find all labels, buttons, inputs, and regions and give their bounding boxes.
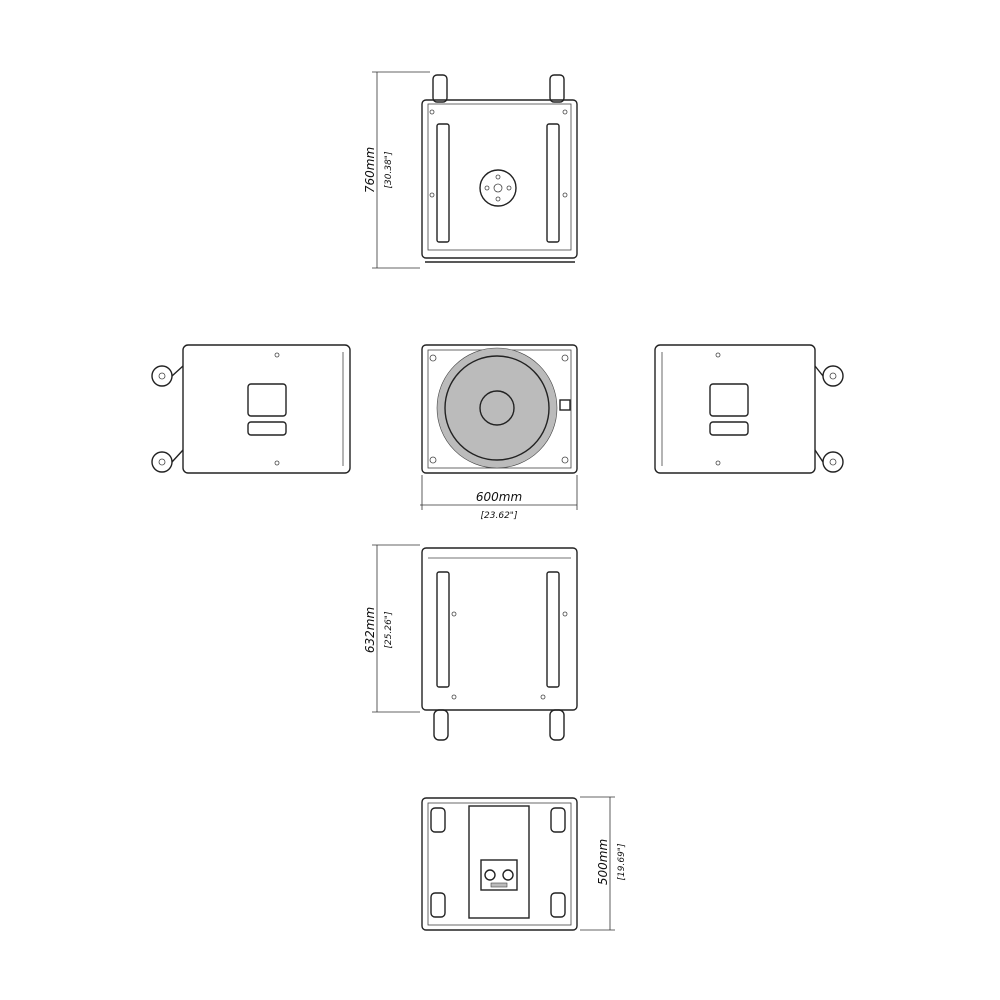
width-mm-label: 600mm	[476, 490, 522, 504]
depth-mm-label: 760mm	[363, 147, 377, 193]
front-view	[421, 344, 578, 474]
rear-depth-mm-label: 500mm	[596, 839, 610, 885]
depth-inch-label: [30.38"]	[384, 151, 394, 188]
right-side-view	[654, 344, 844, 474]
left-side-view	[151, 344, 351, 474]
underside-view	[421, 547, 578, 741]
dimension-depth: 760mm [30.38"]	[363, 71, 430, 269]
dimension-height: 632mm [25.26"]	[363, 544, 420, 713]
height-inch-label: [25.26"]	[384, 611, 394, 648]
dimension-width: 600mm [23.62"]	[420, 475, 578, 521]
rear-view	[421, 797, 578, 931]
dimension-rear-depth: 500mm [19.69"]	[580, 796, 627, 931]
rear-depth-inch-label: [19.69"]	[617, 843, 627, 880]
top-view	[421, 74, 578, 263]
width-inch-label: [23.62"]	[481, 511, 518, 521]
height-mm-label: 632mm	[363, 607, 377, 653]
